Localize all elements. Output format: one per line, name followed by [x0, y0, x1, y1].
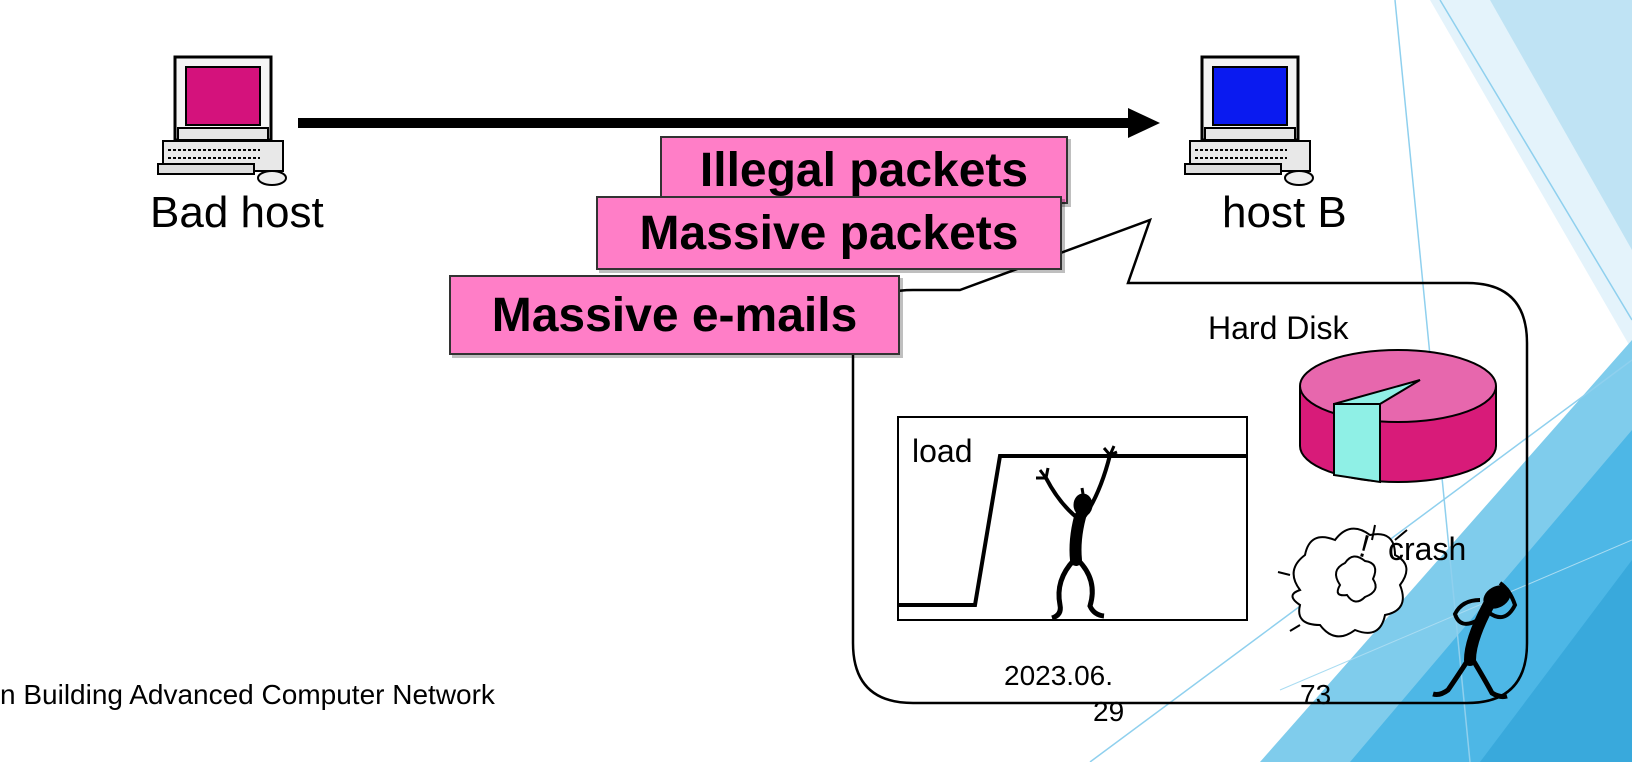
- course-title: n Building Advanced Computer Network: [0, 679, 495, 710]
- massive-packets-box: Massive packets: [596, 196, 1062, 270]
- bad-host-computer-icon: [157, 55, 287, 186]
- load-label: load: [912, 433, 973, 469]
- bad-host-label: Bad host: [150, 188, 324, 237]
- page-number: 73: [1300, 679, 1332, 710]
- hard-disk-icon: [1299, 349, 1497, 484]
- crash-label: crash: [1388, 531, 1467, 567]
- host-b-computer-icon: [1184, 55, 1314, 186]
- struggling-figure-icon: [1036, 445, 1118, 621]
- crash-cloud-icon: [1277, 524, 1408, 638]
- date-line-2: 29: [1093, 696, 1125, 727]
- crashed-figure-icon: [1432, 581, 1518, 700]
- load-graph: [897, 416, 1248, 621]
- massive-emails-box: Massive e-mails: [449, 275, 900, 355]
- illegal-packets-box: Illegal packets: [660, 136, 1068, 204]
- date-line-1: 2023.06.: [1004, 660, 1113, 691]
- host-b-label: host B: [1222, 188, 1347, 237]
- attack-arrow: [298, 108, 1160, 138]
- hard-disk-label: Hard Disk: [1208, 310, 1349, 346]
